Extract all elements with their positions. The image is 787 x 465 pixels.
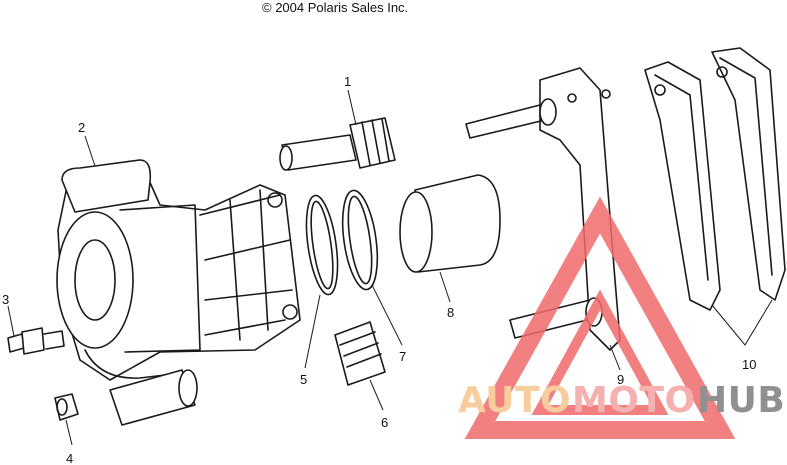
watermark-text-hub: HUB <box>697 380 785 421</box>
watermark-logo: AUTO MOTO HUB <box>458 196 785 439</box>
leader-10 <box>711 299 773 346</box>
callout-5: 5 <box>300 372 307 387</box>
callout-1: 1 <box>344 74 351 89</box>
leader-6 <box>369 379 384 411</box>
callout-2: 2 <box>78 120 85 135</box>
caliper-lower-bushing <box>109 369 198 426</box>
leader-2 <box>84 135 96 167</box>
caliper-piston <box>399 174 501 273</box>
caliper-body <box>56 159 301 381</box>
callout-9: 9 <box>617 372 624 387</box>
callout-numbers: 1 2 3 4 5 6 7 8 9 10 <box>2 74 756 465</box>
piston-dust-seal <box>341 189 379 291</box>
watermark-text-auto: AUTO <box>458 380 571 421</box>
callout-6: 6 <box>381 415 388 430</box>
callout-8: 8 <box>447 305 454 320</box>
leader-5 <box>304 294 321 369</box>
watermark-triangle-outer <box>464 196 736 439</box>
leader-4 <box>65 419 73 446</box>
leader-9 <box>609 344 621 371</box>
callout-7: 7 <box>399 349 406 364</box>
callout-4: 4 <box>66 451 73 465</box>
bushing-small <box>54 393 79 421</box>
pin-boot <box>334 321 386 386</box>
leader-1 <box>347 89 357 126</box>
watermark-text: AUTO MOTO HUB <box>458 380 785 421</box>
leader-lines <box>7 89 773 446</box>
watermark-triangle-inner <box>531 289 669 415</box>
callout-10: 10 <box>742 357 756 372</box>
brake-pads <box>644 47 786 311</box>
leader-3 <box>7 305 15 337</box>
watermark-text-moto: MOTO <box>572 380 696 421</box>
callout-3: 3 <box>2 292 9 307</box>
bleeder-screw <box>7 327 65 355</box>
leader-7 <box>371 284 403 346</box>
piston-o-ring-seal <box>305 194 339 296</box>
guide-pin-boot <box>279 117 396 171</box>
leader-8 <box>439 271 451 303</box>
copyright-text: © 2004 Polaris Sales Inc. <box>262 0 408 15</box>
